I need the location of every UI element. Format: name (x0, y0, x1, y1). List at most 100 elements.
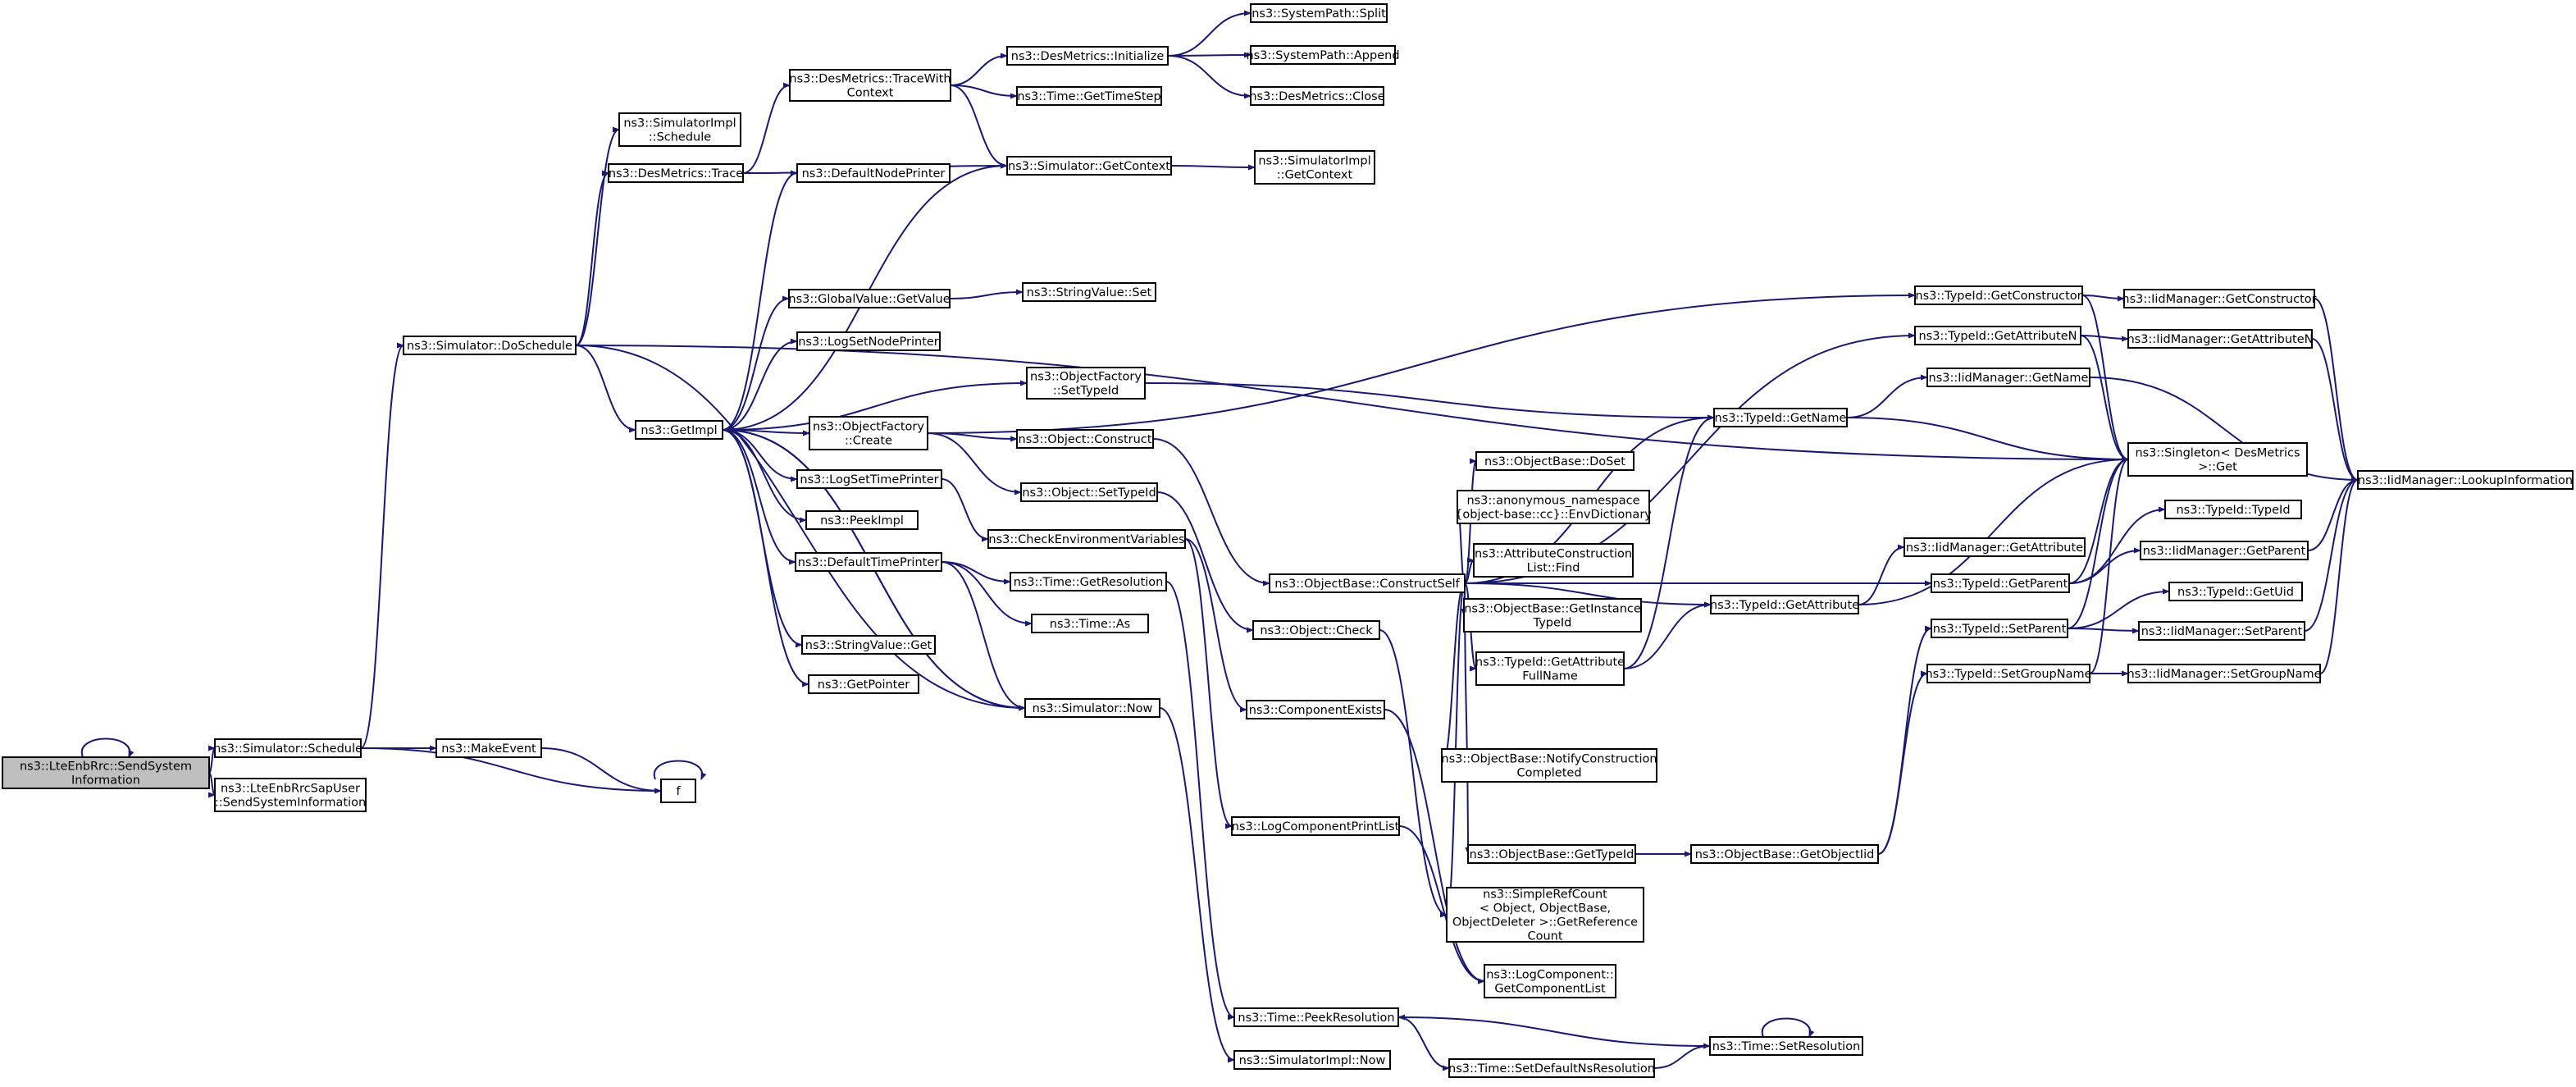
node-box (1473, 543, 1634, 578)
node-log-set-node-printer[interactable]: ns3::LogSetNodePrinter (796, 331, 941, 351)
node-iid-setgroupname[interactable]: ns3::IidManager::SetGroupName (2127, 664, 2322, 683)
node-simimpl-getcontext[interactable]: ns3::SimulatorImpl::GetContext (1254, 150, 1375, 185)
node-of-create[interactable]: ns3::ObjectFactory::Create (809, 416, 928, 450)
node-set-default-ns-res[interactable]: ns3::Time::SetDefaultNsResolution (1448, 1058, 1655, 1078)
node-label: ns3::DesMetrics::Trace (609, 167, 743, 180)
node-desm-init[interactable]: ns3::DesMetrics::Initialize (1006, 46, 1169, 66)
node-desm-trace[interactable]: ns3::DesMetrics::Trace (608, 163, 744, 183)
node-default-time-printer[interactable]: ns3::DefaultTimePrinter (795, 552, 942, 572)
node-label: ns3::Simulator::DoSchedule (407, 340, 572, 353)
node-iid-getname[interactable]: ns3::IidManager::GetName (1926, 368, 2090, 387)
node-label: ns3::SimulatorImpl (623, 117, 736, 130)
node-tid-getparent[interactable]: ns3::TypeId::GetParent (1931, 573, 2070, 593)
edge-ob-getobjectiid-to-tid-setparent (1877, 625, 1932, 855)
node-tid-setgroupname[interactable]: ns3::TypeId::SetGroupName (1925, 664, 2092, 683)
node-f[interactable]: f (660, 779, 696, 803)
node-src-getref[interactable]: ns3::SimpleRefCount< Object, ObjectBase,… (1446, 887, 1644, 943)
node-label: ns3::SimulatorImpl::Now (1239, 1054, 1386, 1067)
node-box (809, 416, 928, 450)
node-iid-getconstructor[interactable]: ns3::IidManager::GetConstructor (2122, 289, 2317, 308)
node-obj-settypeid[interactable]: ns3::Object::SetTypeId (1020, 482, 1158, 502)
node-sv-set[interactable]: ns3::StringValue::Set (1022, 282, 1156, 302)
edge-iid-getname-to-iid-lookupinfo (2089, 377, 2359, 483)
node-simimpl-now[interactable]: ns3::SimulatorImpl::Now (1233, 1050, 1391, 1070)
node-check-env[interactable]: ns3::CheckEnvironmentVariables (987, 529, 1186, 549)
node-tid-getattributen[interactable]: ns3::TypeId::GetAttributeN (1914, 326, 2081, 345)
node-tid-setparent[interactable]: ns3::TypeId::SetParent (1931, 619, 2068, 638)
edge-obj-settypeid-to-obj-check (1156, 491, 1254, 633)
node-sv-get[interactable]: ns3::StringValue::Get (801, 635, 936, 655)
node-label: Completed (1516, 767, 1581, 780)
node-iid-setparent[interactable]: ns3::IidManager::SetParent (2138, 621, 2305, 641)
node-box (2127, 442, 2308, 477)
node-iid-getattributen[interactable]: ns3::IidManager::GetAttributeN (2127, 329, 2314, 349)
node-desm-close[interactable]: ns3::DesMetrics::Close (1249, 86, 1385, 106)
node-send-sys-info[interactable]: ns3::LteEnbRrc::SendSystemInformation (2, 756, 210, 789)
node-tid-getattribute[interactable]: ns3::TypeId::GetAttribute (1710, 595, 1859, 614)
node-obj-construct[interactable]: ns3::Object::Construct (1016, 429, 1154, 449)
node-anon-env[interactable]: ns3::anonymous_namespace{object-base::cc… (1455, 490, 1652, 524)
node-ob-doset[interactable]: ns3::ObjectBase::DoSet (1475, 451, 1635, 471)
edge-tid-getparent-to-tid-typeid (2068, 506, 2166, 584)
edge-do-schedule-to-sim-now (575, 345, 1026, 711)
edge-line (722, 170, 798, 431)
node-tid-typeid[interactable]: ns3::TypeId::TypeId (2164, 500, 2302, 519)
node-log-comp-print-list[interactable]: ns3::LogComponentPrintList (1231, 816, 1400, 836)
node-box (796, 331, 941, 351)
node-time-as[interactable]: ns3::Time::As (1031, 614, 1149, 633)
node-tid-getname[interactable]: ns3::TypeId::GetName (1713, 408, 1848, 427)
node-ob-gettypeid[interactable]: ns3::ObjectBase::GetTypeId (1467, 844, 1636, 864)
node-log-comp-getlist[interactable]: ns3::LogComponent::GetComponentList (1484, 964, 1616, 998)
node-simimpl-schedule[interactable]: ns3::SimulatorImpl::Schedule (618, 112, 741, 147)
node-label: ns3::Time::PeekResolution (1238, 1012, 1394, 1025)
edge-line (927, 292, 1916, 434)
node-get-impl[interactable]: ns3::GetImpl (635, 420, 723, 440)
node-box (1926, 664, 2090, 683)
node-get-pointer[interactable]: ns3::GetPointer (808, 674, 919, 694)
node-peek-impl[interactable]: ns3::PeekImpl (805, 510, 919, 530)
node-sim-schedule[interactable]: ns3::Simulator::Schedule (213, 738, 362, 758)
node-iid-getattribute[interactable]: ns3::IidManager::GetAttribute (1904, 537, 2086, 557)
node-time-setres[interactable]: ns3::Time::SetResolution (1709, 1036, 1863, 1056)
node-obj-check[interactable]: ns3::Object::Check (1252, 620, 1380, 640)
node-sim-now[interactable]: ns3::Simulator::Now (1024, 698, 1160, 718)
node-box (1713, 408, 1848, 427)
node-make-event[interactable]: ns3::MakeEvent (435, 738, 542, 758)
node-default-node-printer[interactable]: ns3::DefaultNodePrinter (796, 163, 951, 183)
node-ob-constructself[interactable]: ns3::ObjectBase::ConstructSelf (1269, 573, 1466, 593)
node-ob-notify[interactable]: ns3::ObjectBase::NotifyConstructionCompl… (1441, 748, 1657, 783)
node-singleton-get[interactable]: ns3::Singleton< DesMetrics>::Get (2127, 442, 2308, 477)
node-sp-append[interactable]: ns3::SystemPath::Append (1246, 45, 1400, 65)
node-time-peekres[interactable]: ns3::Time::PeekResolution (1233, 1007, 1399, 1027)
node-do-schedule[interactable]: ns3::Simulator::DoSchedule (403, 336, 577, 355)
node-label: ns3::ObjectBase::GetTypeId (1470, 848, 1635, 861)
node-box (2357, 470, 2574, 490)
node-ob-getobjectiid[interactable]: ns3::ObjectBase::GetObjectIid (1690, 844, 1879, 864)
node-comp-exists[interactable]: ns3::ComponentExists (1246, 700, 1385, 719)
node-box (1010, 572, 1167, 591)
edge-tid-getconstructor-to-iid-getconstructor (2081, 295, 2125, 302)
node-tid-getuid[interactable]: ns3::TypeId::GetUid (2168, 582, 2303, 601)
node-log-set-time-printer[interactable]: ns3::LogSetTimePrinter (796, 469, 942, 489)
node-time-gettimestep[interactable]: ns3::Time::GetTimeStep (1016, 86, 1162, 106)
node-tid-getconstructor[interactable]: ns3::TypeId::GetConstructor (1914, 285, 2083, 305)
node-label: ns3::Time::GetTimeStep (1017, 90, 1160, 103)
node-sp-split[interactable]: ns3::SystemPath::Split (1250, 3, 1388, 23)
node-sim-getcontext[interactable]: ns3::Simulator::GetContext (1006, 156, 1172, 176)
node-time-getresolution[interactable]: ns3::Time::GetResolution (1010, 572, 1167, 591)
node-gv-getvalue[interactable]: ns3::GlobalValue::GetValue (788, 289, 951, 308)
node-label: ns3::AttributeConstruction (1475, 548, 1632, 561)
edge-line (1184, 538, 1247, 713)
node-of-settypeid[interactable]: ns3::ObjectFactory::SetTypeId (1026, 367, 1146, 400)
node-label: f (676, 785, 681, 798)
node-sap-user[interactable]: ns3::LteEnbRrcSapUser::SendSystemInforma… (214, 778, 367, 812)
edge-do-schedule-to-simimpl-schedule (575, 126, 620, 346)
node-label: ns3::IidManager::GetAttribute (1906, 541, 2083, 555)
node-iid-lookupinfo[interactable]: ns3::IidManager::LookupInformation (2357, 470, 2574, 490)
node-iid-getparent[interactable]: ns3::IidManager::GetParent (2140, 541, 2309, 560)
